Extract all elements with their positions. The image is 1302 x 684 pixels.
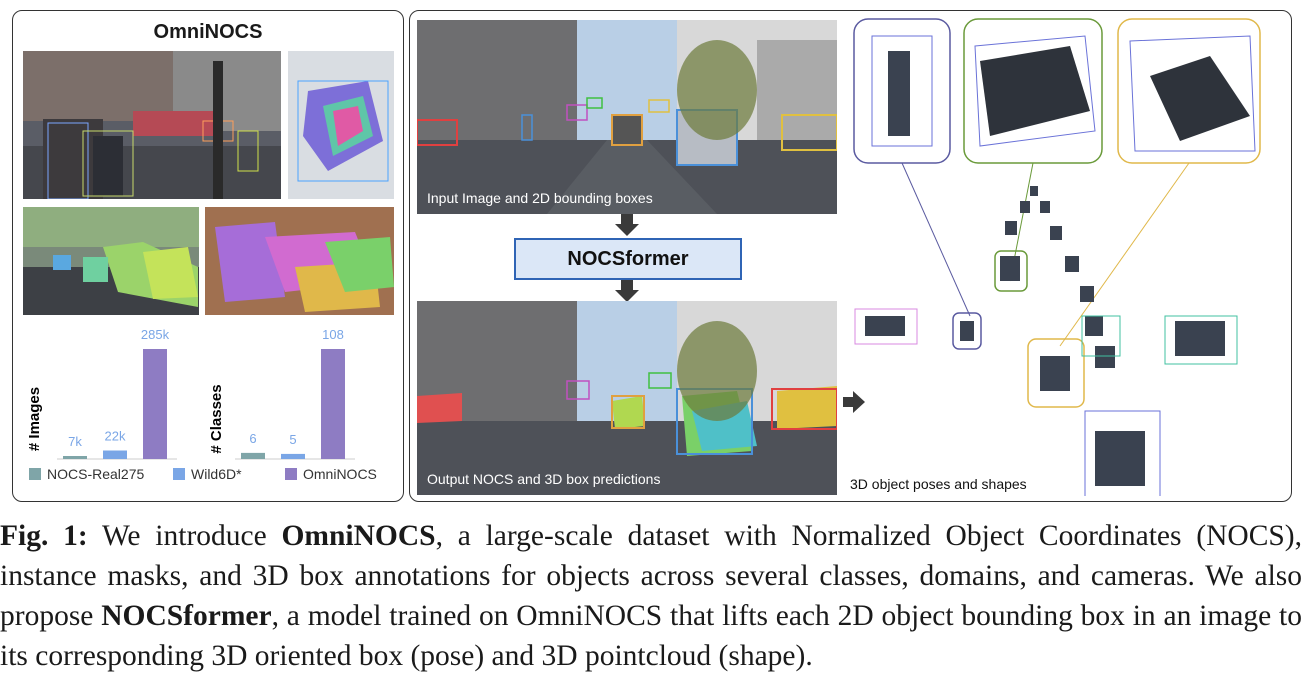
legend-label-omninocs: OmniNOCS bbox=[303, 466, 377, 482]
right-arrow-icon bbox=[843, 391, 865, 413]
output-image: Output NOCS and 3D box predictions bbox=[417, 301, 837, 495]
nocsformer-model-box: NOCSformer bbox=[514, 238, 742, 280]
legend-swatch-nocs-real275 bbox=[29, 468, 41, 480]
chart-ylabel: # Classes bbox=[208, 384, 225, 453]
poses-caption: 3D object poses and shapes bbox=[850, 476, 1027, 492]
caption-text-3: , a model trained on OmniNOCS that lifts… bbox=[0, 600, 1302, 672]
chart-value-label: 285k bbox=[141, 327, 170, 342]
down-arrow-icon bbox=[615, 214, 639, 236]
chart-bar-omninocs bbox=[321, 349, 345, 459]
chart-value-label: 22k bbox=[105, 429, 126, 444]
caption-text-2: , a large-scale dataset with Normalized … bbox=[0, 520, 1302, 632]
chart-value-label: 5 bbox=[289, 432, 296, 447]
caption-text-1: We introduce bbox=[87, 520, 282, 552]
dataset-title: OmniNOCS bbox=[153, 21, 263, 43]
output-image-caption: Output NOCS and 3D box predictions bbox=[427, 471, 661, 487]
chart-bar-omninocs bbox=[143, 349, 167, 459]
caption-bold-nocsformer: NOCSformer bbox=[101, 600, 272, 632]
dataset-overview-panel: OmniNOCS bbox=[12, 10, 404, 502]
input-image: Input Image and 2D bounding boxes bbox=[417, 20, 837, 214]
legend-item-nocs-real275: NOCS-Real275 bbox=[29, 466, 144, 482]
caption-bold-omninocs: OmniNOCS bbox=[281, 520, 436, 552]
figure-label: Fig. 1: bbox=[0, 520, 88, 552]
chart-bar-nocs-real275 bbox=[241, 452, 265, 459]
method-pipeline-panel: Input Image and 2D bounding boxes NOCSfo… bbox=[409, 10, 1292, 502]
object-closeup-image bbox=[288, 51, 394, 199]
chart-bar-wild6d- bbox=[103, 450, 127, 459]
3d-poses-visualization bbox=[853, 18, 1261, 496]
street-scene-image bbox=[23, 51, 281, 199]
legend-swatch-wild6d bbox=[173, 468, 185, 480]
figure-caption: Fig. 1: We introduce OmniNOCS, a large-s… bbox=[0, 516, 1302, 676]
legend-item-omninocs: OmniNOCS bbox=[285, 466, 377, 482]
legend-label-wild6d: Wild6D* bbox=[191, 466, 242, 482]
chart-value-label: 6 bbox=[249, 431, 256, 446]
chart-value-label: 7k bbox=[68, 434, 82, 449]
dataset-statistics-charts: 7k 22k 285k # Images 6 5 108 # Classes bbox=[26, 327, 355, 460]
chart-bar-wild6d- bbox=[281, 453, 305, 459]
road-scene-image bbox=[23, 207, 199, 315]
down-arrow-icon bbox=[615, 280, 639, 302]
chart-value-label: 108 bbox=[322, 327, 344, 342]
legend-label-nocs-real275: NOCS-Real275 bbox=[47, 466, 145, 482]
chart-ylabel: # Images bbox=[26, 387, 43, 451]
legend-item-wild6d: Wild6D* bbox=[173, 466, 242, 482]
input-image-caption: Input Image and 2D bounding boxes bbox=[427, 190, 653, 206]
chart-bar-nocs-real275 bbox=[63, 456, 87, 459]
living-room-image bbox=[205, 207, 394, 315]
legend-swatch-omninocs bbox=[285, 468, 297, 480]
